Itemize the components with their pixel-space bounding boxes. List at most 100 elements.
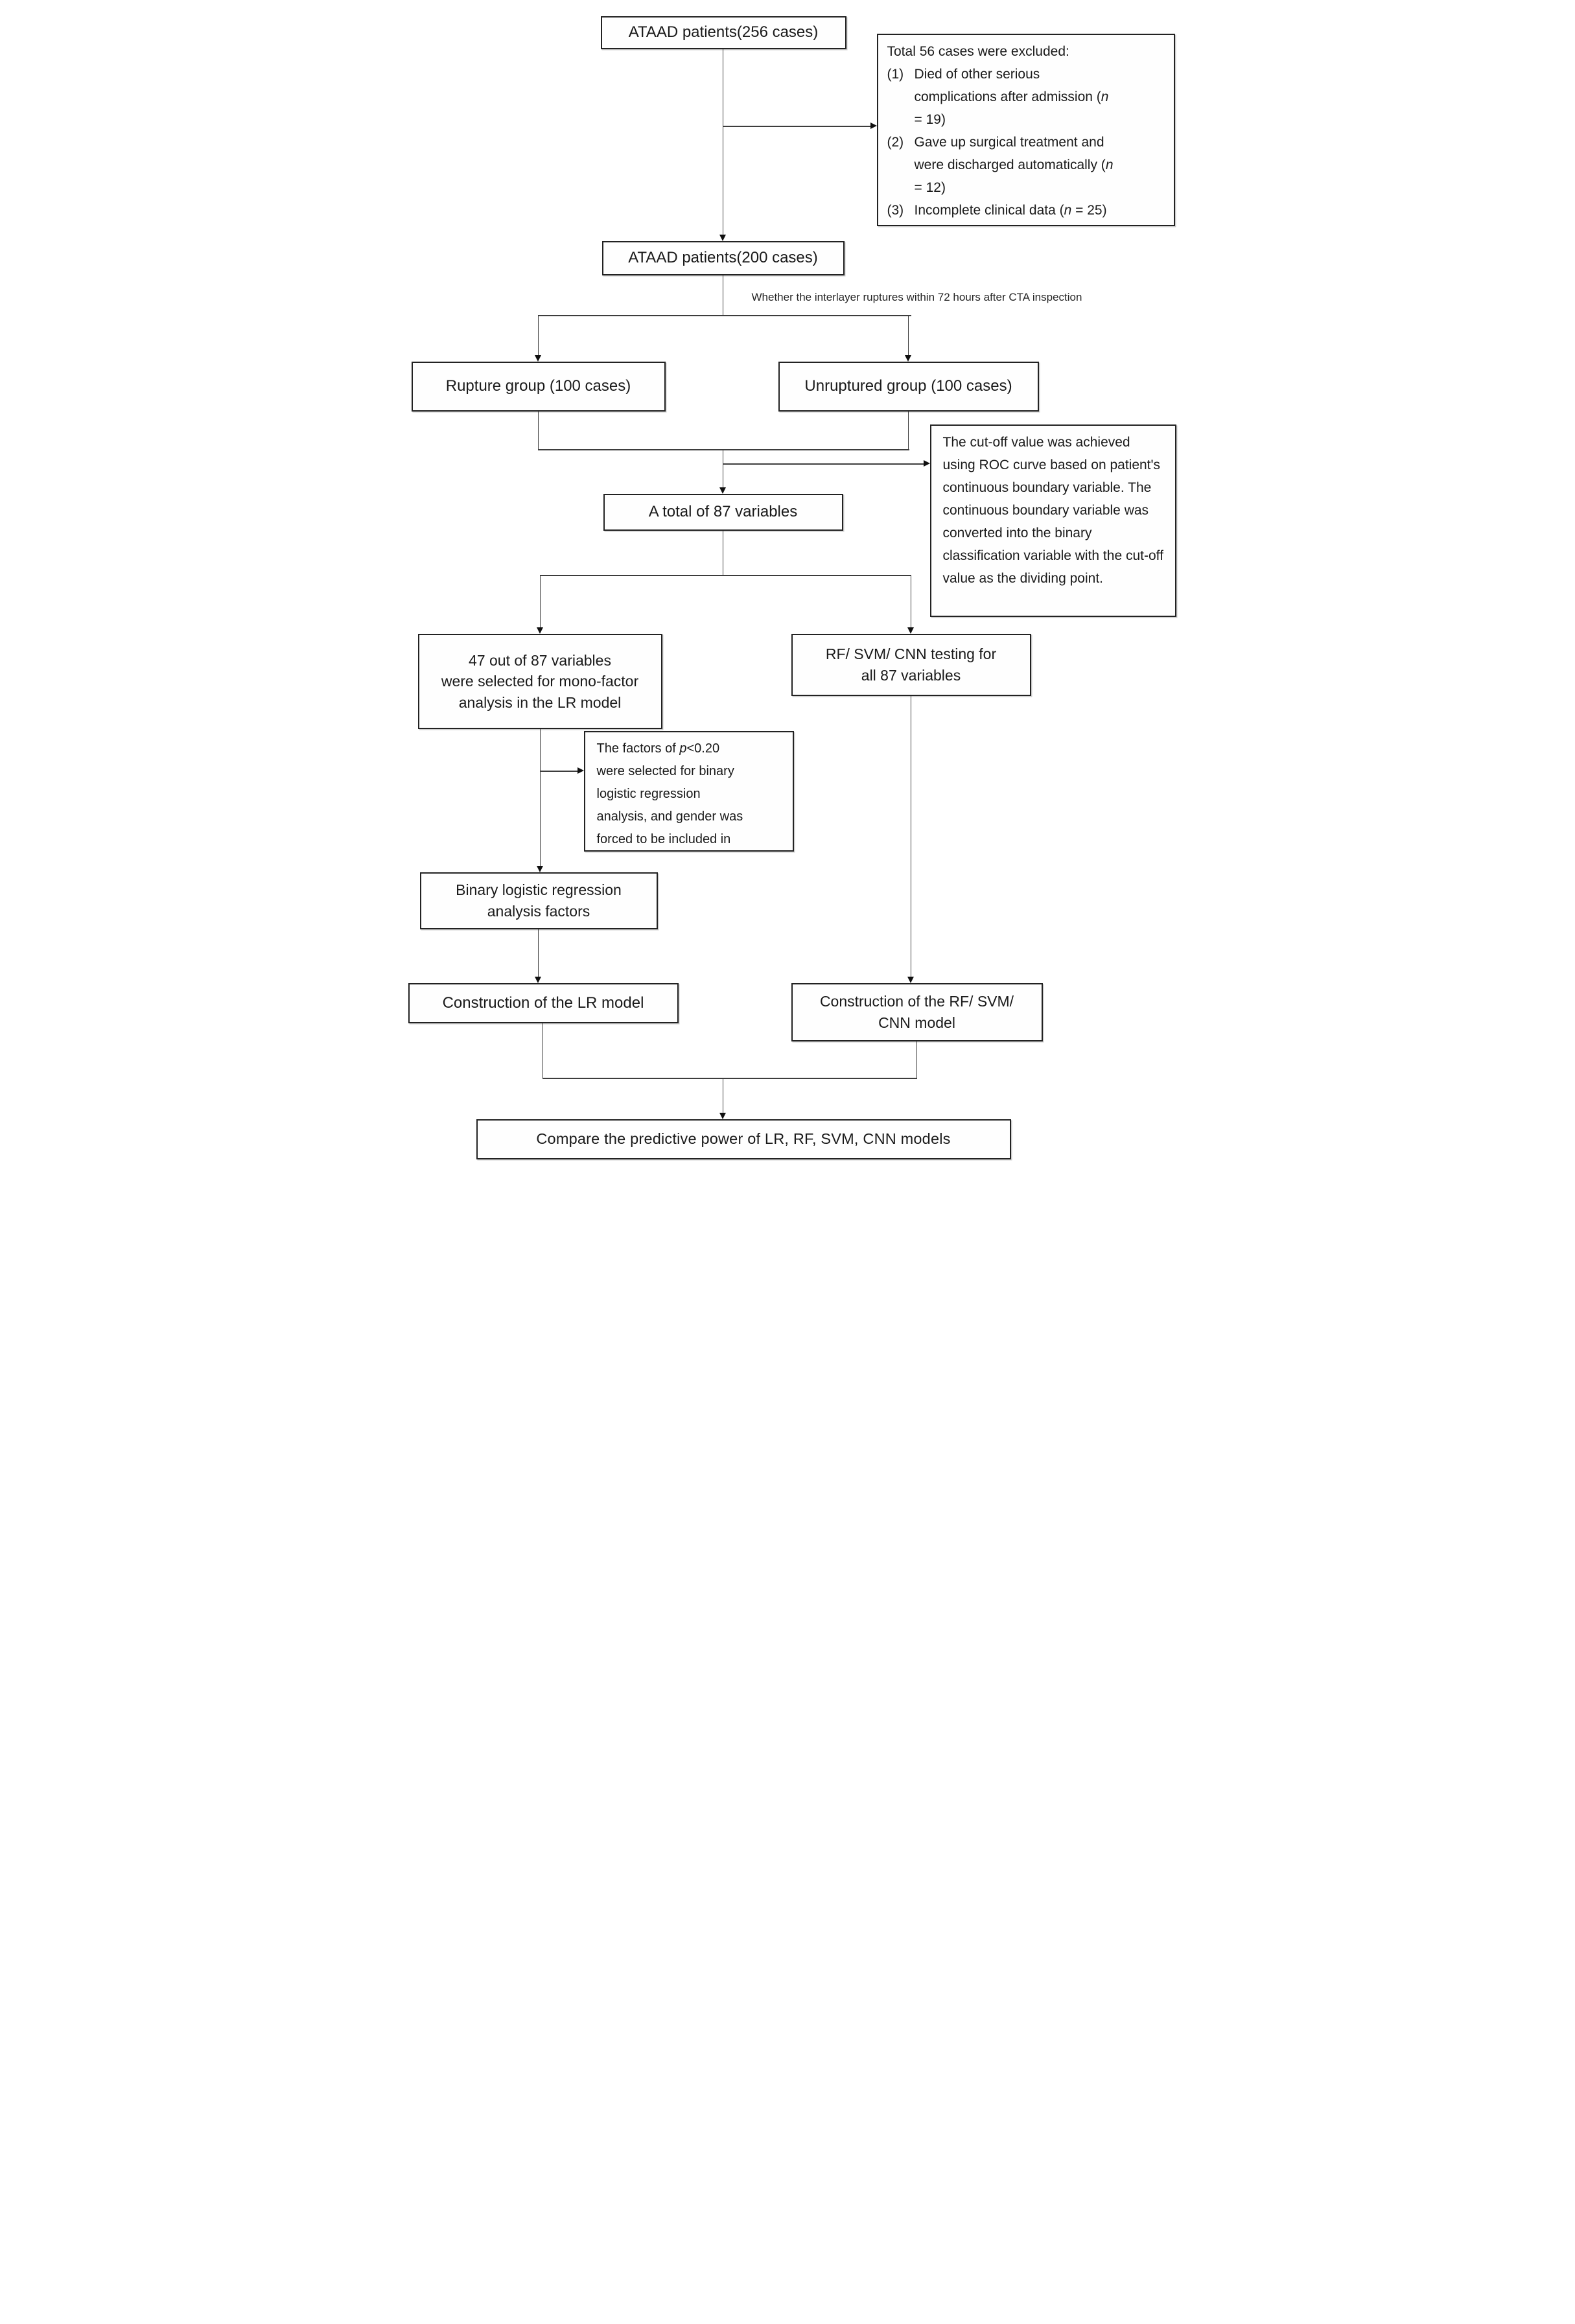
pvalue-note-line-1-pre: The factors of: [596, 741, 680, 756]
node-ataad-200-label: ATAAD patients(200 cases): [628, 249, 818, 267]
exclusion-item-3-post: = 25): [1071, 203, 1107, 218]
exclusion-item-3-pre: Incomplete clinical data (: [914, 203, 1064, 218]
connector-to-pnote-line: [539, 771, 578, 772]
exclusion-item-1-text: Died of other serious complications afte…: [915, 63, 1109, 131]
connector-rf-test-to-rf-model-line: [910, 696, 912, 977]
node-cutoff-note: The cut-off value was achieved using ROC…: [929, 424, 1176, 617]
exclusion-item-2-line-1: Gave up surgical treatment and: [914, 135, 1104, 150]
arrowhead-into-binary: [536, 866, 543, 872]
connector-merge-groups-line: [537, 449, 909, 450]
connector-47-to-binary-line: [539, 729, 541, 866]
exclusion-item-1-line-2: complications after admission (n: [915, 86, 1109, 108]
exclusion-title: Total 56 cases were excluded:: [887, 44, 1069, 59]
pvalue-note-line-5: forced to be included in: [596, 832, 731, 846]
flowchart-canvas: ATAAD patients(256 cases) Total 56 cases…: [393, 0, 1182, 1162]
exclusion-item-2-line-2: were discharged automatically (n: [915, 154, 1114, 176]
exclusion-item-1-number: (1): [887, 67, 904, 82]
connector-merge-models-line: [542, 1078, 917, 1079]
exclusion-item-2-line-2-pre: were discharged automatically (: [914, 157, 1106, 172]
node-pvalue-note: The factors of p<0.20 were selected for …: [583, 731, 794, 852]
pvalue-note-line-1-var: p: [679, 741, 687, 756]
node-ataad-256: ATAAD patients(256 cases): [600, 16, 846, 49]
arrowhead-into-87: [719, 487, 726, 494]
arrowhead-into-pnote: [577, 767, 584, 774]
connector-split-models-line: [539, 575, 911, 576]
connector-merge-to-87-line: [722, 450, 724, 488]
node-unruptured-group: Unruptured group (100 cases): [778, 362, 1039, 412]
pvalue-note-line-4: analysis, and gender was: [596, 809, 743, 824]
connector-to-unruptured-line: [907, 316, 909, 356]
arrowhead-into-cutoff: [923, 460, 930, 467]
node-compare-models-label: Compare the predictive power of LR, RF, …: [536, 1130, 951, 1148]
node-rf-svm-cnn-model-line-2: CNN model: [878, 1014, 955, 1031]
connector-rupture-down-line: [537, 412, 539, 450]
arrowhead-into-rf-test: [907, 627, 914, 634]
connector-87-down-line: [722, 531, 724, 575]
node-rf-svm-cnn-model: Construction of the RF/ SVM/ CNN model: [791, 983, 1043, 1041]
pvalue-note-line-1: The factors of p<0.20: [597, 738, 720, 760]
exclusion-item-3: (3) Incomplete clinical data (n = 25): [887, 199, 1107, 222]
node-lr-model-label: Construction of the LR model: [442, 994, 644, 1012]
connector-200-down-line: [722, 275, 724, 316]
connector-256-to-200-line: [722, 49, 724, 235]
node-exclusion-note: Total 56 cases were excluded: (1) Died o…: [876, 34, 1175, 226]
node-47-variables-line-2: were selected for mono-factor: [441, 673, 639, 690]
exclusion-item-1-line-2-pre: complications after admission (: [914, 89, 1101, 104]
exclusion-item-1-line-2-var: n: [1101, 89, 1109, 104]
cutoff-note-text: The cut-off value was achieved using ROC…: [942, 435, 1163, 586]
node-47-variables: 47 out of 87 variables were selected for…: [417, 634, 662, 729]
connector-merge-to-compare-line: [722, 1078, 724, 1113]
arrowhead-into-exclusion: [870, 122, 877, 129]
node-unruptured-group-label: Unruptured group (100 cases): [804, 377, 1012, 395]
arrowhead-into-47: [536, 627, 543, 634]
connector-to-47-line: [539, 575, 541, 628]
connector-lr-down-line: [542, 1023, 544, 1078]
node-rupture-group-label: Rupture group (100 cases): [445, 377, 631, 395]
arrowhead-into-rupture: [534, 355, 541, 362]
connector-split-groups-line: [537, 315, 911, 316]
pvalue-note-line-2: were selected for binary: [596, 764, 734, 778]
node-compare-models: Compare the predictive power of LR, RF, …: [476, 1119, 1011, 1159]
connector-rf-down-line: [916, 1041, 918, 1078]
exclusion-item-1: (1) Died of other serious complications …: [887, 63, 1109, 131]
exclusion-item-3-text: Incomplete clinical data (n = 25): [915, 199, 1107, 222]
exclusion-item-1-line-1: Died of other serious: [914, 67, 1040, 82]
arrowhead-into-unruptured: [904, 355, 911, 362]
connector-binary-to-lr-line: [537, 929, 539, 977]
connector-unruptured-down-line: [907, 412, 909, 450]
exclusion-item-3-number: (3): [887, 203, 904, 218]
arrowhead-into-lr: [534, 977, 541, 983]
node-ataad-256-label: ATAAD patients(256 cases): [628, 23, 819, 41]
node-87-variables: A total of 87 variables: [603, 494, 843, 531]
exclusion-item-2-line-3: = 12): [914, 180, 946, 195]
node-rf-svm-cnn-testing-line-1: RF/ SVM/ CNN testing for: [825, 645, 997, 663]
exclusion-item-1-line-3: = 19): [914, 112, 946, 127]
exclusion-item-2-number: (2): [887, 135, 904, 150]
node-rupture-group: Rupture group (100 cases): [411, 362, 666, 412]
arrowhead-into-compare: [719, 1113, 726, 1119]
node-rf-svm-cnn-testing-line-2: all 87 variables: [861, 667, 961, 684]
branch-question-label: Whether the interlayer ruptures within 7…: [751, 291, 1082, 303]
node-binary-logistic: Binary logistic regression analysis fact…: [419, 872, 658, 929]
arrowhead-into-200: [719, 235, 726, 241]
exclusion-item-2: (2) Gave up surgical treatment and were …: [887, 131, 1114, 199]
connector-to-cutoff-line: [723, 463, 924, 465]
exclusion-item-3-var: n: [1064, 203, 1072, 218]
arrowhead-into-rf-model: [907, 977, 914, 983]
pvalue-note-line-1-post: <0.20: [686, 741, 720, 756]
connector-to-exclusion-line: [723, 126, 871, 127]
pvalue-note-line-3: logistic regression: [596, 787, 701, 801]
exclusion-item-2-line-2-var: n: [1105, 157, 1114, 172]
connector-to-rupture-line: [537, 316, 539, 356]
node-47-variables-line-3: analysis in the LR model: [458, 693, 622, 711]
node-binary-logistic-line-1: Binary logistic regression: [456, 881, 622, 899]
node-rf-svm-cnn-model-line-1: Construction of the RF/ SVM/: [819, 993, 1014, 1010]
node-binary-logistic-line-2: analysis factors: [487, 903, 590, 920]
node-47-variables-line-1: 47 out of 87 variables: [469, 651, 611, 669]
node-ataad-200: ATAAD patients(200 cases): [601, 241, 845, 275]
connector-to-rf-test-line: [910, 575, 912, 628]
node-lr-model: Construction of the LR model: [408, 983, 679, 1023]
node-87-variables-label: A total of 87 variables: [648, 503, 798, 521]
exclusion-item-2-text: Gave up surgical treatment and were disc…: [915, 131, 1114, 199]
node-rf-svm-cnn-testing: RF/ SVM/ CNN testing for all 87 variable…: [791, 634, 1031, 696]
